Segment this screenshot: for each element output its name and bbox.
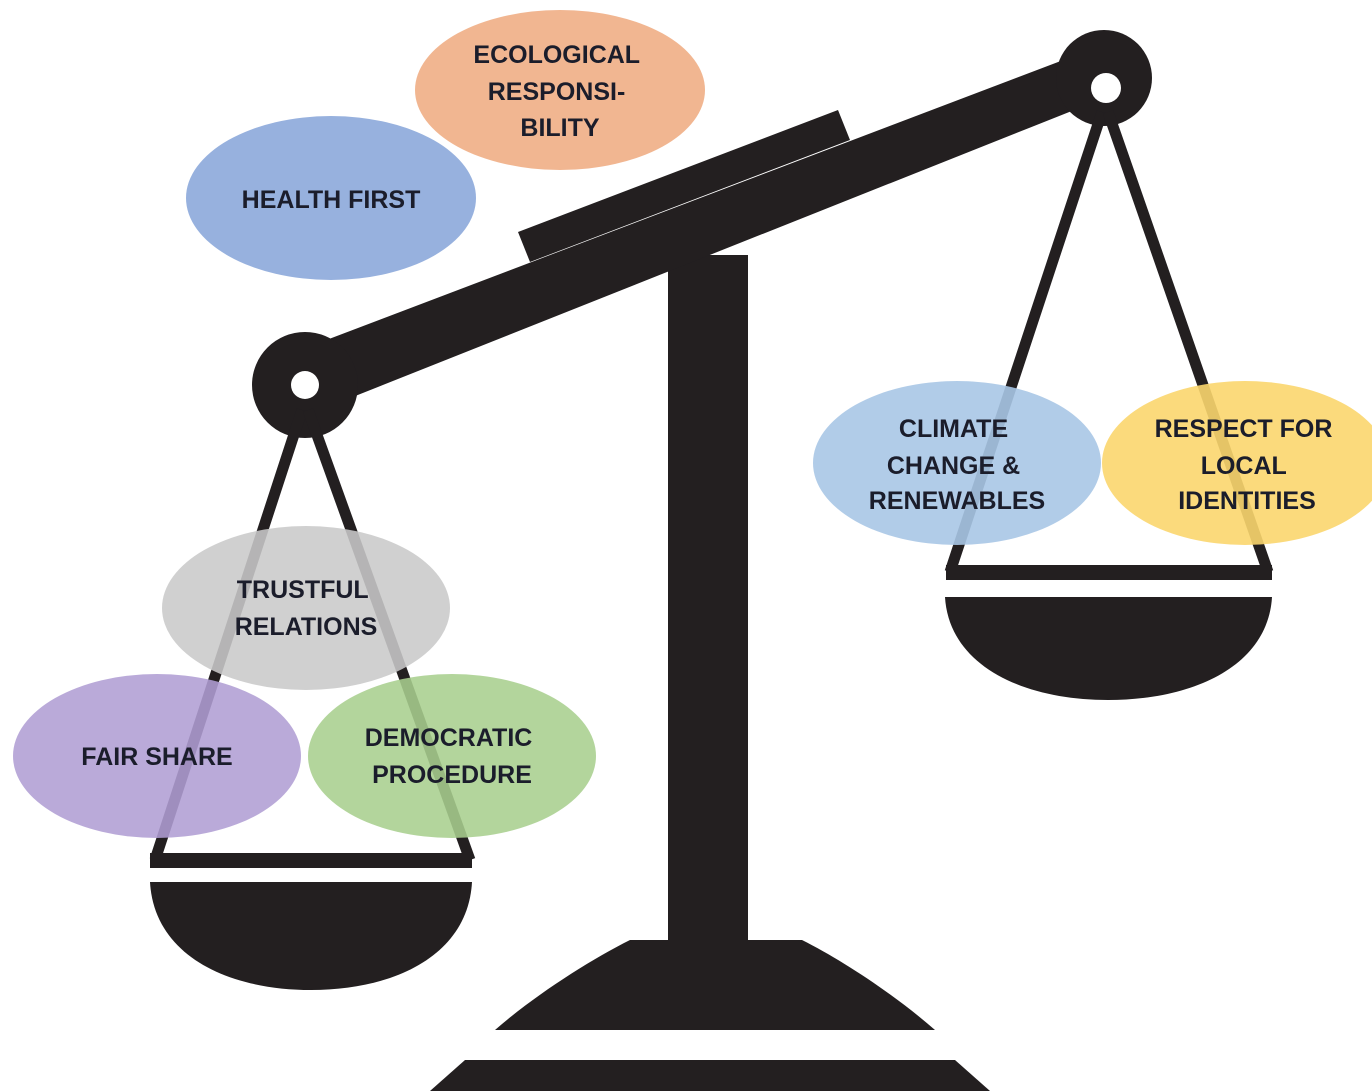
ecological-line-3: BILITY <box>520 114 599 142</box>
svg-text:ECOLOGICAL RESPONSI-: ECOLOGICAL RESPONSI- BILITY <box>473 41 646 142</box>
fair-share-bubble <box>13 674 301 838</box>
trustful-line-1: TRUSTFUL <box>237 576 369 604</box>
democratic-line-2: PROCEDURE <box>372 761 532 789</box>
svg-text:DEMOCRATIC PROCEDURE: DEMOCRATIC PROCEDURE <box>365 724 540 789</box>
trustful-relations-bubble <box>162 526 450 690</box>
democratic-line-1: DEMOCRATIC <box>365 724 533 752</box>
trustful-line-2: RELATIONS <box>235 613 378 641</box>
climate-change-bubble <box>813 381 1101 545</box>
scale-beam <box>300 48 1112 410</box>
respect-line-1: RESPECT FOR <box>1155 415 1333 443</box>
right-pivot-hole <box>1091 73 1121 103</box>
left-pivot-hole <box>291 371 319 399</box>
scale-base-plinth <box>495 940 935 1030</box>
climate-line-2: CHANGE & <box>887 452 1020 480</box>
fair-share-line-1: FAIR SHARE <box>81 743 232 771</box>
right-pan-bowl <box>945 597 1272 700</box>
svg-text:RESPECT FOR LOCAL: RESPECT FOR LOCAL IDENTITIES <box>1155 415 1340 515</box>
democratic-procedure-bubble <box>308 674 596 838</box>
health-first-bubble <box>186 116 476 280</box>
svg-text:FAIR SHARE: FAIR SHARE <box>81 743 232 771</box>
scale-base <box>430 1060 990 1091</box>
climate-line-3: RENEWABLES <box>869 487 1045 515</box>
value-bubble-respect-local-identities: RESPECT FOR LOCAL IDENTITIES <box>1102 381 1372 545</box>
health-first-line-1: HEALTH FIRST <box>242 186 421 214</box>
right-pan-rim <box>946 565 1272 580</box>
ecological-line-1: ECOLOGICAL <box>473 41 639 69</box>
respect-line-2: LOCAL <box>1201 452 1287 480</box>
climate-line-1: CLIMATE <box>899 415 1008 443</box>
scale-beam-collar <box>518 110 850 262</box>
left-pan-rim <box>150 853 472 868</box>
value-bubble-fair-share: FAIR SHARE <box>13 674 301 838</box>
value-bubble-health-first: HEALTH FIRST <box>186 116 476 280</box>
left-pan-bowl <box>150 882 472 990</box>
svg-text:TRUSTFUL RELATIONS: TRUSTFUL RELATIONS <box>235 576 378 641</box>
scale-pillar <box>668 255 748 955</box>
ecological-responsibility-bubble <box>415 10 705 170</box>
svg-text:HEALTH FIRST: HEALTH FIRST <box>242 186 421 214</box>
respect-line-3: IDENTITIES <box>1178 487 1316 515</box>
respect-local-identities-bubble <box>1102 381 1372 545</box>
value-bubble-democratic-procedure: DEMOCRATIC PROCEDURE <box>308 674 596 838</box>
ecological-line-2: RESPONSI- <box>488 78 626 106</box>
svg-text:CLIMATE CHANGE & R: CLIMATE CHANGE & RENEWABLES <box>869 415 1045 515</box>
value-bubble-ecological-responsibility: ECOLOGICAL RESPONSI- BILITY <box>415 10 705 170</box>
value-bubble-trustful-relations: TRUSTFUL RELATIONS <box>162 526 450 690</box>
balance-scale <box>149 30 1274 1091</box>
value-bubble-climate-change: CLIMATE CHANGE & RENEWABLES <box>813 381 1101 545</box>
